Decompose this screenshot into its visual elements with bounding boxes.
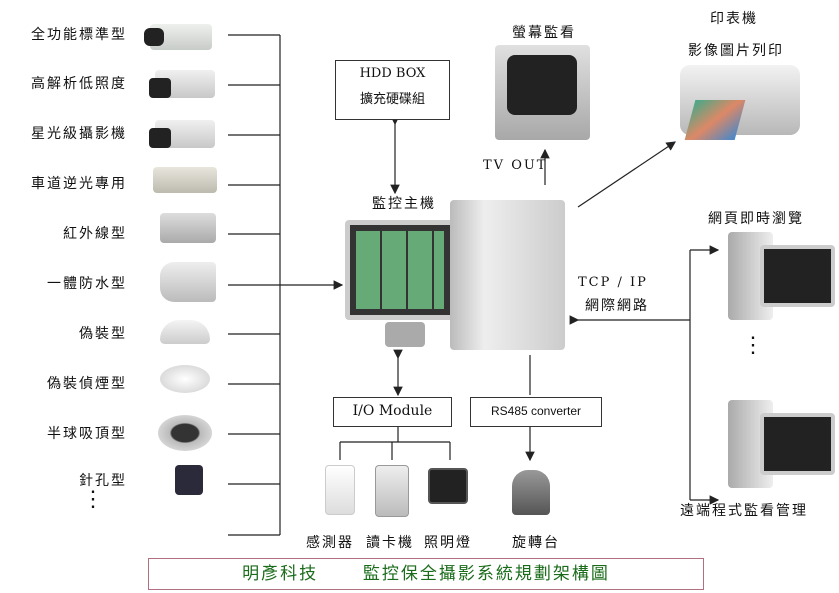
camera-label: 全功能標準型 [31, 27, 127, 43]
infrared-camera-icon [160, 213, 216, 243]
card-reader-icon [375, 465, 409, 517]
sensor-icon [325, 465, 355, 515]
dome-camera-icon [158, 415, 212, 451]
waterproof-camera-icon [160, 262, 216, 302]
printer-sublabel: 影像圖片列印 [688, 43, 784, 59]
camera-label: 一體防水型 [47, 276, 127, 292]
printer-label: 印表機 [710, 11, 758, 27]
camera-label: 偽裝型 [79, 326, 127, 342]
rs485-converter-box: RS485 converter [470, 397, 602, 427]
box-camera-icon [149, 120, 215, 148]
more-cameras-dots: ⋮ [82, 487, 106, 512]
more-pcs-dots: ⋮ [742, 333, 766, 358]
camera-label: 星光級攝影機 [31, 126, 127, 142]
camera-label: 針孔型 [79, 473, 127, 489]
web-view-label: 網頁即時瀏覽 [708, 211, 804, 227]
box-camera-icon [149, 70, 215, 98]
remote-pc-monitor-icon [760, 413, 835, 475]
box-camera-icon [153, 167, 217, 193]
tv-out-label: TV OUT [483, 158, 548, 173]
monitor-label: 螢幕監看 [512, 25, 576, 41]
monitor-stand-icon [385, 322, 425, 347]
crt-monitor-icon [495, 45, 590, 140]
camera-label: 偽裝偵煙型 [47, 376, 127, 392]
box-camera-icon [144, 24, 212, 50]
floodlight-label: 照明燈 [424, 535, 472, 551]
tcp-ip-label: TCP / IP [578, 275, 648, 290]
diagram-title: 明彥科技 監控保全攝影系統規劃架構圖 [148, 558, 704, 590]
floodlight-icon [428, 468, 468, 504]
camera-label: 高解析低照度 [31, 76, 127, 92]
card-reader-label: 讀卡機 [366, 535, 414, 551]
disguised-camera-icon [160, 320, 210, 344]
pan-tilt-label: 旋轉台 [512, 535, 560, 551]
io-module-box: I/O Module [333, 397, 452, 427]
pinhole-camera-icon [175, 465, 203, 495]
host-label: 監控主機 [372, 196, 436, 212]
remote-management-label: 遠端程式監看管理 [680, 503, 808, 519]
sensor-label: 感測器 [306, 535, 354, 551]
host-tower-icon [450, 200, 565, 350]
pan-tilt-icon [512, 470, 550, 515]
hdd-box-subtitle: 擴充硬碟組 [359, 92, 425, 107]
internet-label: 網際網路 [585, 298, 649, 314]
camera-label: 半球吸頂型 [47, 426, 127, 442]
company-name: 明彥科技 [242, 564, 319, 584]
camera-label: 車道逆光專用 [31, 176, 127, 192]
camera-label: 紅外線型 [63, 226, 127, 242]
smoke-detector-camera-icon [160, 365, 210, 393]
hdd-box-title: HDD BOX [359, 66, 426, 81]
printer-icon [680, 65, 800, 140]
title-text: 監控保全攝影系統規劃架構圖 [362, 564, 610, 584]
host-monitor-icon [345, 220, 455, 320]
remote-pc-monitor-icon [760, 245, 835, 307]
hdd-box: HDD BOX 擴充硬碟組 [335, 60, 450, 120]
